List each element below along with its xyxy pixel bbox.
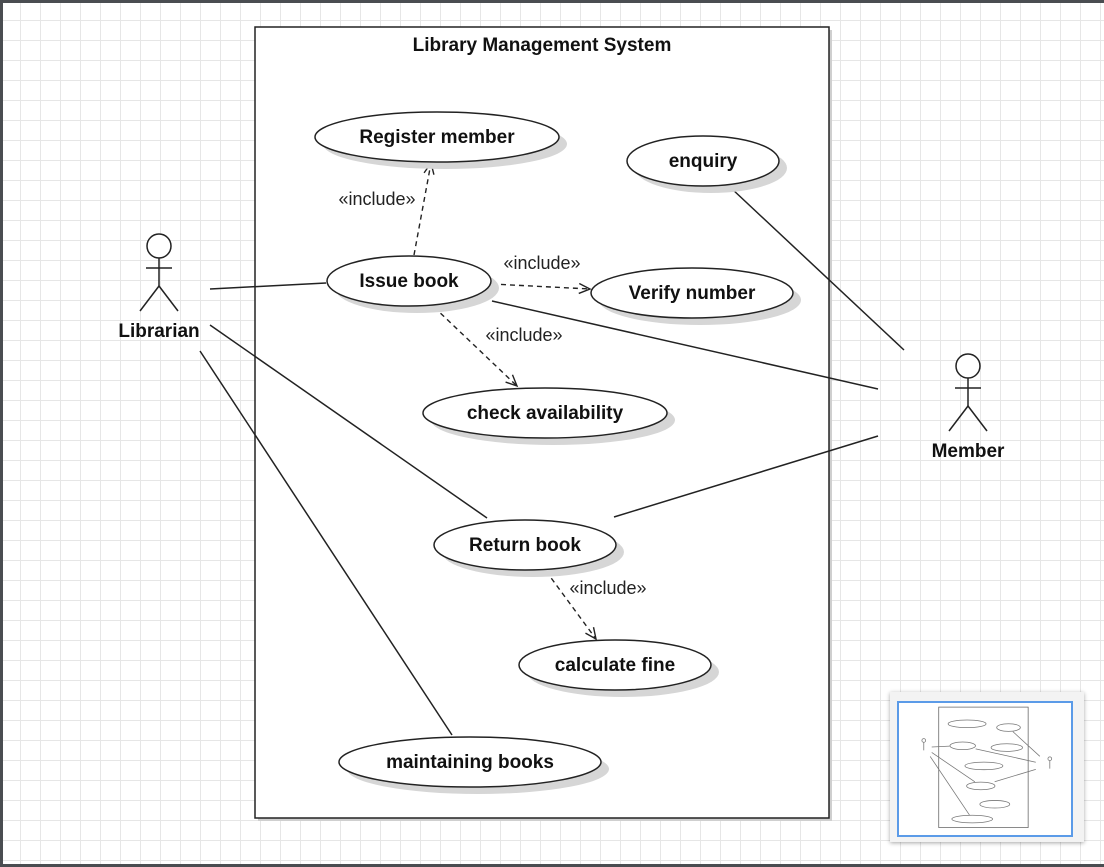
include-issue-register[interactable] xyxy=(413,161,435,256)
use-case-check-availability[interactable]: check availability xyxy=(422,387,675,445)
include-label-register: «include» xyxy=(338,189,415,209)
use-case-label: calculate fine xyxy=(555,655,675,676)
minimap-preview xyxy=(921,706,1053,828)
actor-member[interactable]: Member xyxy=(932,353,1005,462)
use-case-issue-book[interactable]: Issue book xyxy=(326,255,499,313)
canvas-left-border xyxy=(0,0,3,867)
canvas-bottom-border xyxy=(0,864,1104,867)
actor-label: Member xyxy=(932,441,1005,462)
assoc-member-enquiry[interactable] xyxy=(730,187,905,351)
actor-label: Librarian xyxy=(118,321,199,342)
use-case-label: maintaining books xyxy=(386,752,554,773)
use-case-verify-number[interactable]: Verify number xyxy=(590,267,801,325)
use-case-label: Return book xyxy=(469,535,581,556)
use-case-maintaining-books[interactable]: maintaining books xyxy=(338,736,609,794)
stick-figure-icon xyxy=(948,353,988,432)
include-issue-verify[interactable] xyxy=(491,282,592,295)
use-case-enquiry[interactable]: enquiry xyxy=(626,135,787,193)
use-case-register-member[interactable]: Register member xyxy=(314,111,567,169)
assoc-librarian-maintaining-books[interactable] xyxy=(199,350,453,736)
assoc-librarian-issue-book[interactable] xyxy=(209,282,327,290)
minimap-viewport[interactable] xyxy=(897,701,1073,837)
use-case-label: enquiry xyxy=(669,151,738,172)
use-case-calculate-fine[interactable]: calculate fine xyxy=(518,639,719,697)
assoc-member-return-book[interactable] xyxy=(613,435,879,518)
actor-librarian[interactable]: Librarian xyxy=(118,233,200,342)
use-case-label: Verify number xyxy=(629,283,756,304)
include-label-fine: «include» xyxy=(569,578,646,598)
assoc-librarian-return-book[interactable] xyxy=(209,324,488,519)
assoc-member-issue-book[interactable] xyxy=(491,300,879,390)
use-case-label: check availability xyxy=(467,403,624,424)
include-label-verify: «include» xyxy=(503,253,580,273)
use-case-label: Register member xyxy=(359,127,515,148)
include-label-check: «include» xyxy=(485,325,562,345)
outline-minimap[interactable] xyxy=(890,692,1084,842)
canvas-top-border xyxy=(0,0,1104,3)
stick-figure-icon xyxy=(139,233,179,312)
use-case-return-book[interactable]: Return book xyxy=(433,519,624,577)
include-issue-check[interactable] xyxy=(433,306,519,388)
use-case-label: Issue book xyxy=(359,271,459,292)
system-title: Library Management System xyxy=(413,35,672,56)
